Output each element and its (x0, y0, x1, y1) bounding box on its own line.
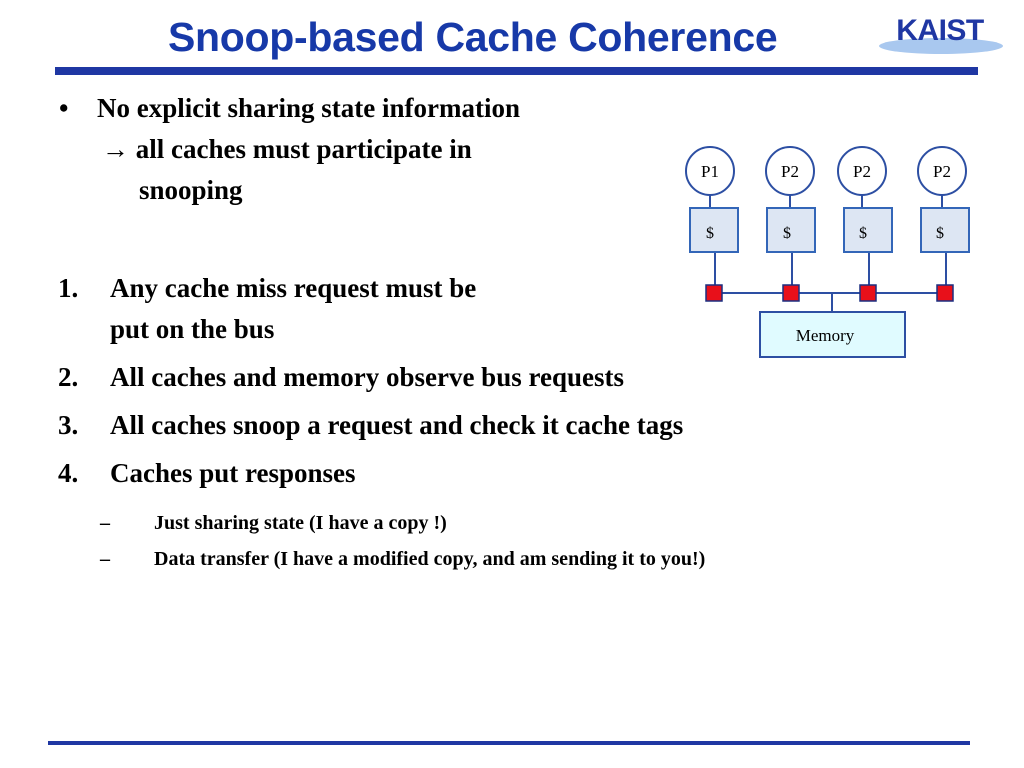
bullet-marker: • (59, 93, 69, 123)
bullet-text-2: all caches must participate in (135, 134, 472, 164)
node-unit-1: P1 $ (685, 146, 739, 302)
kaist-logo: KAIST (879, 14, 1003, 54)
cache-label: $ (859, 225, 867, 242)
memory-label: Memory (796, 326, 855, 345)
response-list: – Just sharing state (I have a copy !) –… (100, 505, 705, 577)
bullet-line-1: • No explicit sharing state information (59, 88, 520, 129)
step-item-1: 1. Any cache miss request must be put on… (58, 268, 683, 350)
node-unit-3: P2 $ (837, 146, 893, 302)
processor-node (837, 146, 887, 196)
processor-label: P1 (701, 162, 719, 181)
bullet-line-2: → all caches must participate in (60, 129, 520, 170)
dash-marker: – (100, 512, 110, 534)
logo-text: KAIST (896, 14, 984, 47)
footer-rule (48, 741, 970, 745)
response-item-1: – Just sharing state (I have a copy !) (100, 505, 705, 541)
main-bullet: • No explicit sharing state information … (59, 88, 520, 211)
dash-marker: – (100, 548, 110, 570)
step-number: 1. (58, 273, 79, 303)
processor-label: P2 (853, 162, 871, 181)
step-text-line: Any cache miss request must be (110, 273, 477, 303)
snoop-bus-diagram: P1 $ P2 $ P2 $ P2 $ Memory (685, 146, 970, 358)
step-text-line: put on the bus (110, 314, 275, 344)
arrow-icon: → (102, 134, 129, 164)
processor-node (917, 146, 967, 196)
step-item-4: 4. Caches put responses (58, 453, 683, 494)
processor-label: P2 (933, 162, 951, 181)
processor-node (765, 146, 815, 196)
cache-box (689, 207, 739, 253)
response-item-2: – Data transfer (I have a modified copy,… (100, 541, 705, 577)
cache-label: $ (936, 225, 944, 242)
step-text: All caches snoop a request and check it … (110, 410, 684, 440)
bullet-line-3: snooping (60, 170, 520, 211)
step-item-2: 2. All caches and memory observe bus req… (58, 357, 683, 398)
bullet-text-1: No explicit sharing state information (97, 93, 520, 123)
cache-box (843, 207, 893, 253)
bullet-text-3: snooping (139, 175, 243, 205)
step-item-3: 3. All caches snoop a request and check … (58, 405, 683, 446)
memory-box (759, 311, 906, 358)
snoop-node (782, 284, 800, 302)
response-text: Data transfer (I have a modified copy, a… (154, 548, 706, 570)
cache-box (920, 207, 970, 253)
slide-title: Snoop-based Cache Coherence (168, 14, 778, 60)
processor-node (685, 146, 735, 196)
response-text: Just sharing state (I have a copy !) (154, 512, 447, 534)
cache-label: $ (783, 225, 791, 242)
snoop-node (705, 284, 723, 302)
snoop-node (936, 284, 954, 302)
cache-label: $ (706, 225, 714, 242)
cache-box (766, 207, 816, 253)
step-number: 3. (58, 410, 79, 440)
step-number: 4. (58, 458, 79, 488)
step-number: 2. (58, 362, 79, 392)
node-unit-4: P2 $ (917, 146, 970, 302)
node-unit-2: P2 $ (765, 146, 816, 302)
step-text: All caches and memory observe bus reques… (110, 362, 624, 392)
processor-label: P2 (781, 162, 799, 181)
step-text: Caches put responses (110, 458, 356, 488)
header-rule (55, 67, 978, 75)
steps-list: 1. Any cache miss request must be put on… (58, 268, 683, 494)
snoop-node (859, 284, 877, 302)
